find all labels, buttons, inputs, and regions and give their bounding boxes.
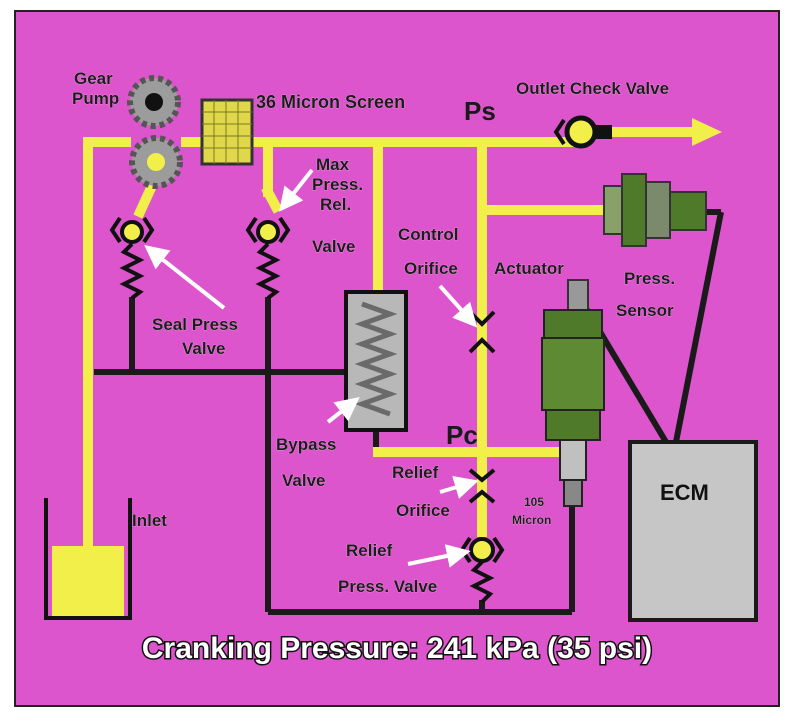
gear-pump	[127, 75, 183, 189]
label-gear-pump-2: Pump	[72, 89, 119, 108]
labels: Gear Pump 36 Micron Screen Ps Outlet Che…	[72, 69, 709, 597]
outlet-arrow	[692, 118, 722, 146]
label-bypass-1: Bypass	[276, 435, 336, 454]
label-relief-press-1: Relief	[346, 541, 393, 560]
label-control-orifice-2: Orifice	[404, 259, 458, 278]
label-micron-105-1: 105	[524, 495, 544, 509]
seal-press-valve	[109, 216, 155, 300]
label-gear-pump-1: Gear	[74, 69, 113, 88]
label-max-press-1: Max	[316, 155, 350, 174]
label-actuator: Actuator	[494, 259, 564, 278]
pointer-arrows	[144, 168, 479, 568]
press-sensor	[603, 173, 707, 247]
label-outlet-check: Outlet Check Valve	[516, 79, 669, 98]
diagram-frame: Gear Pump 36 Micron Screen Ps Outlet Che…	[14, 10, 780, 707]
ecm-box	[628, 440, 758, 622]
fuel-lines	[83, 127, 701, 547]
label-micron-105-2: Micron	[512, 513, 551, 527]
actuator	[541, 279, 605, 507]
label-press-sensor-2: Sensor	[616, 301, 674, 320]
label-screen: 36 Micron Screen	[256, 92, 405, 112]
label-control-orifice-1: Control	[398, 225, 458, 244]
label-seal-press-2: Valve	[182, 339, 226, 358]
label-max-press-4: Valve	[312, 237, 356, 256]
label-relief-press-2: Press. Valve	[338, 577, 437, 596]
caption-cranking-pressure: Cranking Pressure: 241 kPa (35 psi)	[142, 632, 652, 665]
label-ps: Ps	[464, 96, 496, 126]
label-press-sensor-1: Press.	[624, 269, 675, 288]
label-max-press-2: Press.	[312, 175, 363, 194]
outlet-check-valve	[553, 115, 612, 149]
label-pc: Pc	[446, 420, 478, 450]
label-relief-orifice-2: Orifice	[396, 501, 450, 520]
label-max-press-3: Rel.	[320, 195, 351, 214]
inlet-tank	[44, 498, 132, 620]
relief-press-valve	[459, 536, 505, 604]
label-inlet: Inlet	[132, 511, 167, 530]
label-seal-press-1: Seal Press	[152, 315, 238, 334]
micron-screen	[200, 98, 254, 166]
label-bypass-2: Valve	[282, 471, 326, 490]
label-ecm: ECM	[660, 480, 709, 505]
label-relief-orifice-1: Relief	[392, 463, 439, 482]
max-press-relief-valve	[245, 216, 291, 300]
drain-lines	[94, 209, 724, 615]
fuel-system-diagram: Gear Pump 36 Micron Screen Ps Outlet Che…	[44, 69, 758, 667]
bypass-valve	[344, 290, 408, 432]
